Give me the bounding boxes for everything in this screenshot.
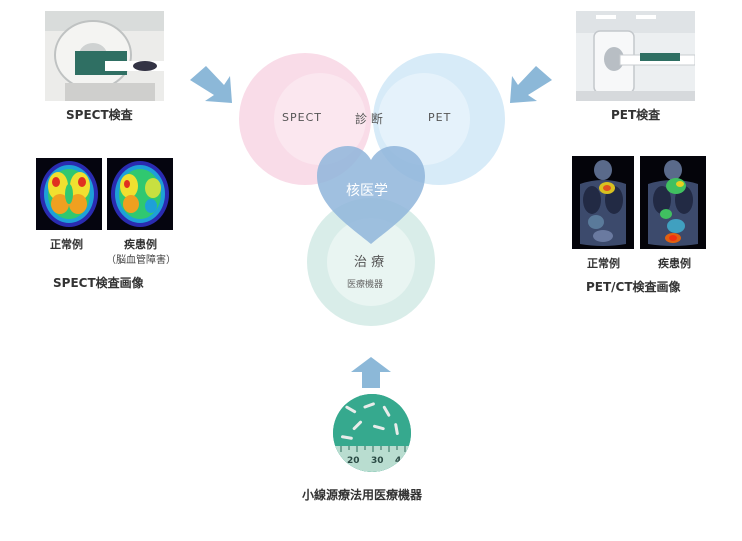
spect-scanner-photo bbox=[45, 11, 164, 101]
nuclear-medicine-label: 核医学 bbox=[346, 183, 388, 199]
pet-normal-label: 正常例 bbox=[587, 257, 620, 270]
arrow-up-treatment bbox=[351, 357, 391, 388]
pet-photo-caption: PET検査 bbox=[611, 108, 661, 122]
spect-photo-caption: SPECT検査 bbox=[66, 108, 133, 122]
arrow-from-pet bbox=[510, 66, 552, 103]
ruler-number-20: 20 bbox=[347, 456, 360, 466]
heart-shape bbox=[317, 146, 425, 244]
pet-normal-scan bbox=[572, 156, 634, 249]
treatment-inner-circle bbox=[327, 218, 415, 306]
spect-circle-label: SPECT bbox=[282, 111, 322, 124]
spect-image-caption: SPECT検査画像 bbox=[53, 276, 144, 290]
pet-inner-circle bbox=[378, 73, 470, 165]
medical-device-label: 医療機器 bbox=[347, 280, 384, 290]
spect-disease-sublabel: （脳血管障害） bbox=[106, 255, 176, 266]
brachytherapy-caption: 小線源療法用医療機器 bbox=[302, 488, 423, 502]
pet-scanner-photo bbox=[576, 11, 695, 101]
pet-circle-label: PET bbox=[428, 111, 452, 124]
ruler-number-30: 30 bbox=[371, 456, 384, 466]
pet-disease-scan bbox=[640, 156, 706, 249]
treatment-label: 治 療 bbox=[354, 255, 385, 270]
pet-disease-label: 疾患例 bbox=[658, 257, 691, 270]
spect-disease-label: 疾患例 bbox=[124, 238, 157, 251]
arrow-from-spect bbox=[190, 66, 232, 103]
spect-normal-scan bbox=[36, 158, 102, 230]
brachytherapy-seeds-photo: 20 30 40 bbox=[333, 394, 411, 472]
ruler-number-40: 40 bbox=[395, 456, 408, 466]
spect-disease-scan bbox=[107, 158, 173, 230]
diagnosis-label: 診 断 bbox=[355, 112, 383, 126]
spect-inner-circle bbox=[274, 73, 366, 165]
spect-normal-label: 正常例 bbox=[50, 238, 83, 251]
pet-image-caption: PET/CT検査画像 bbox=[586, 280, 681, 294]
